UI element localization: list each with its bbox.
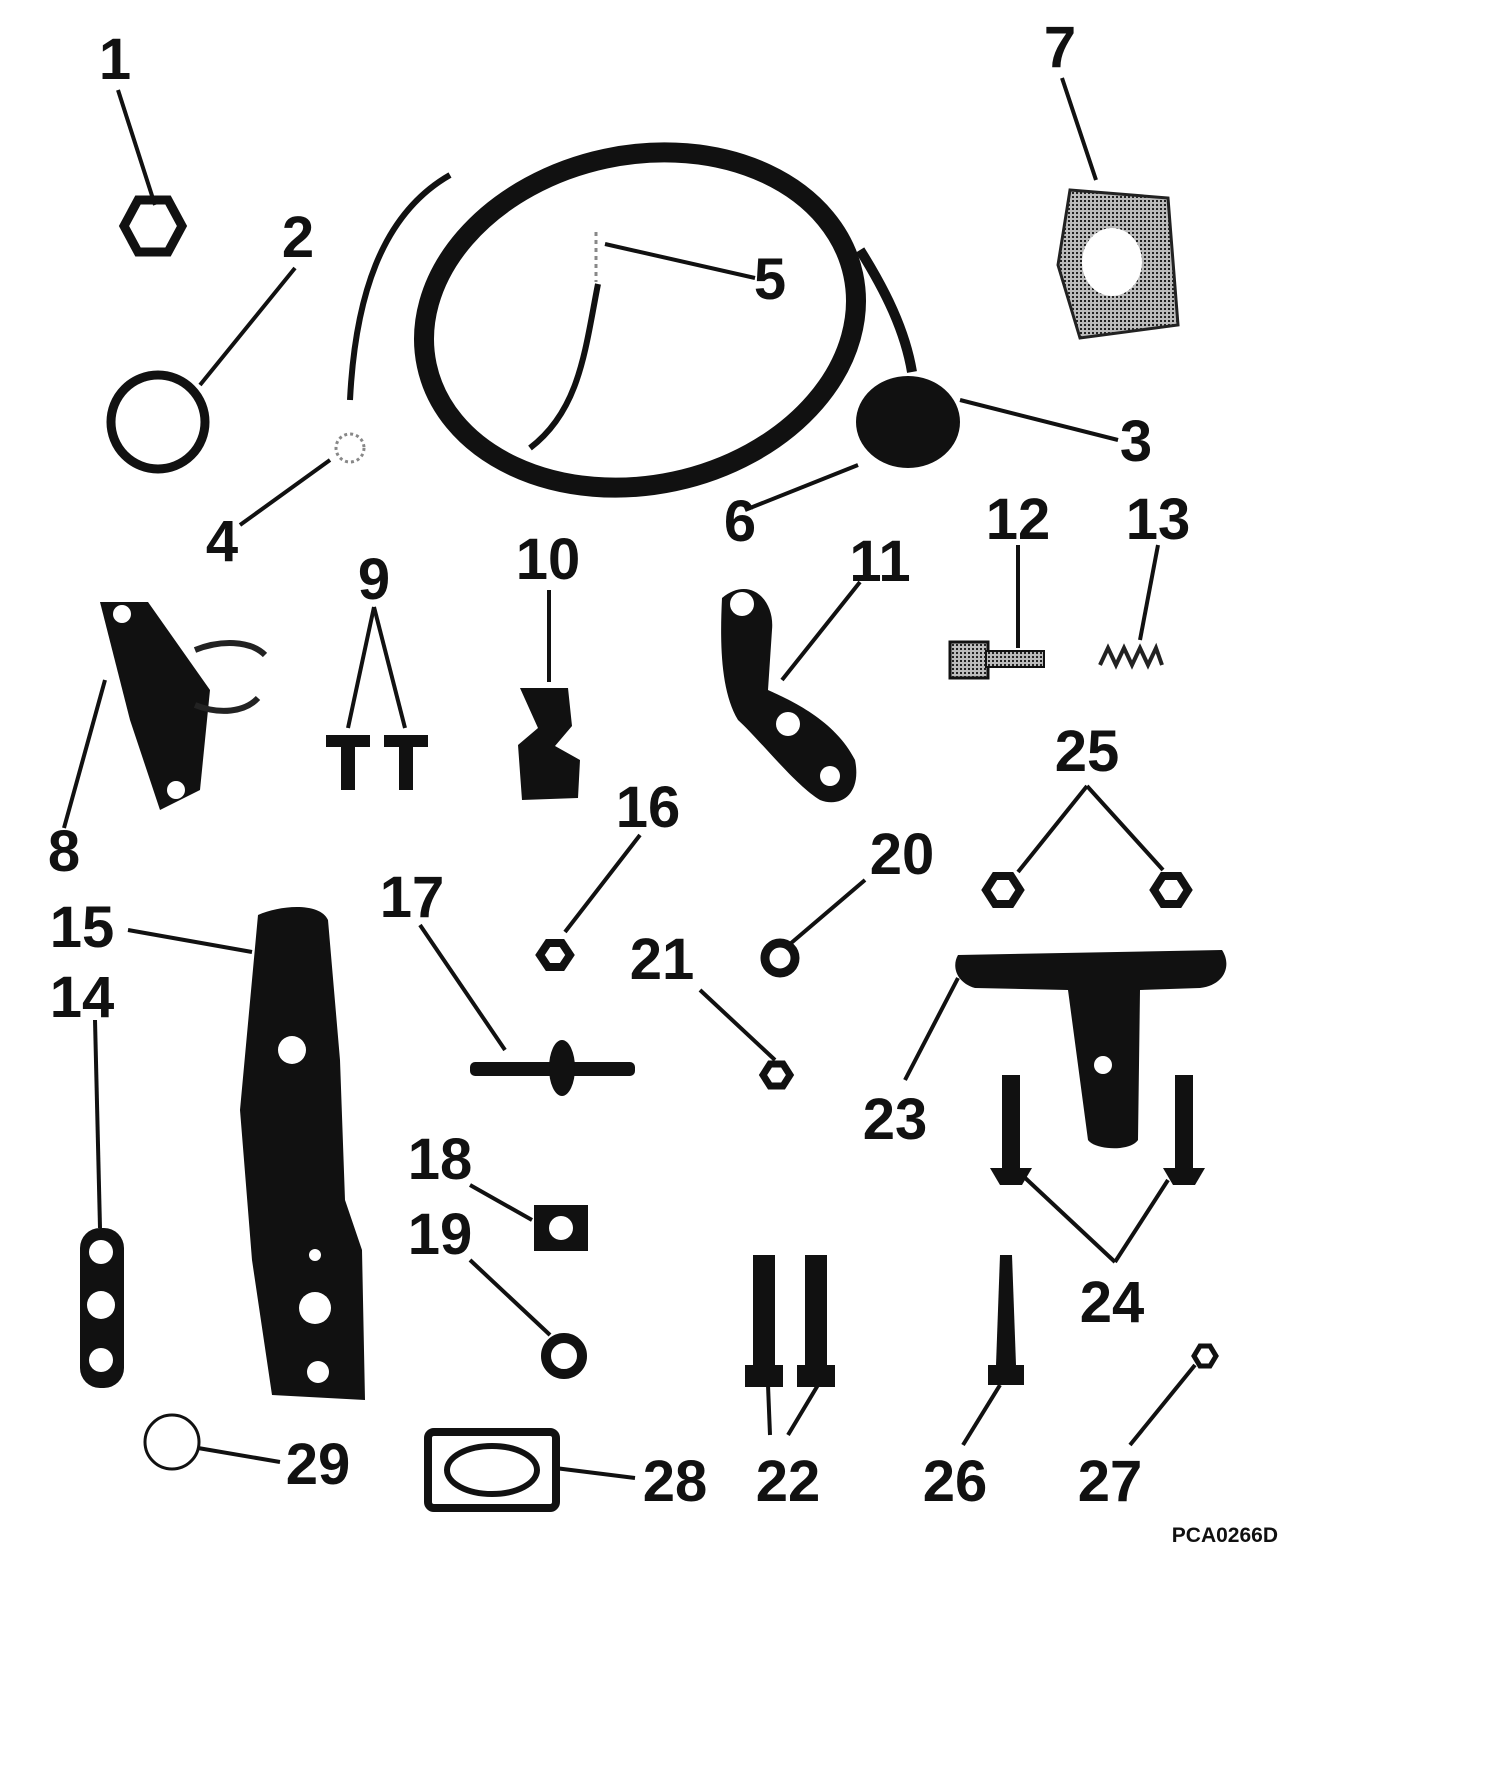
callout-14: 14 — [49, 965, 115, 1030]
part-4-terminal — [334, 432, 366, 464]
small-nuts — [535, 872, 1219, 1369]
part-15-arm — [240, 906, 365, 1400]
callout-26: 26 — [922, 1449, 988, 1514]
callout-24: 24 — [1079, 1270, 1145, 1335]
callout-23: 23 — [862, 1087, 928, 1152]
callout-21: 21 — [629, 927, 695, 992]
callout-6: 6 — [723, 489, 757, 554]
callout-3: 3 — [1119, 409, 1153, 474]
part-19-washer — [541, 1333, 587, 1379]
part-1-hex-nut — [118, 195, 188, 257]
part-25-nut-a — [981, 872, 1025, 908]
part-24-bolts — [990, 1075, 1205, 1185]
callout-10: 10 — [515, 527, 581, 592]
callout-13: 13 — [1125, 487, 1191, 552]
callout-17: 17 — [379, 865, 445, 930]
part-27-nut — [1191, 1343, 1219, 1369]
part-8-bracket — [100, 602, 268, 810]
part-16-nut — [535, 939, 575, 971]
callout-20: 20 — [869, 822, 935, 887]
callout-22: 22 — [755, 1449, 821, 1514]
leader-lines — [62, 77, 1197, 1480]
callout-16: 16 — [615, 775, 681, 840]
part-22-bolts — [745, 1255, 835, 1387]
part-29-washer — [143, 1413, 201, 1471]
part-28-gasket — [424, 1428, 560, 1512]
part-10-clip — [518, 688, 580, 800]
part-3-harness — [347, 142, 960, 498]
callout-25: 25 — [1054, 719, 1120, 784]
part-26-screw — [988, 1255, 1024, 1385]
part-23-t-bracket — [955, 950, 1227, 1149]
callout-18: 18 — [407, 1127, 473, 1192]
callout-1: 1 — [98, 27, 132, 92]
part-13-spring — [1098, 642, 1164, 670]
part-7-grommet — [1056, 188, 1180, 340]
callout-19: 19 — [407, 1202, 473, 1267]
part-17-pin — [470, 1040, 635, 1096]
parts-diagram: 1 2 3 4 5 6 7 8 9 10 11 12 13 14 15 16 1… — [47, 15, 1278, 1548]
callout-4: 4 — [205, 509, 239, 574]
callout-28: 28 — [642, 1449, 708, 1514]
callout-5: 5 — [753, 247, 787, 312]
part-12-bolt — [948, 640, 1045, 680]
part-14-plate — [80, 1228, 124, 1388]
callout-11: 11 — [849, 529, 911, 594]
parts-drawing — [62, 77, 1227, 1512]
part-9-screws — [326, 735, 428, 790]
part-25-nut-b — [1149, 872, 1193, 908]
callout-2: 2 — [281, 205, 315, 270]
callout-8: 8 — [47, 819, 81, 884]
part-2-ring — [106, 370, 210, 474]
callout-7: 7 — [1043, 15, 1077, 80]
part-20-washer — [760, 938, 800, 978]
callout-29: 29 — [285, 1432, 351, 1497]
callout-15: 15 — [49, 895, 115, 960]
callout-9: 9 — [357, 547, 391, 612]
callout-27: 27 — [1077, 1449, 1143, 1514]
part-18-square-nut — [534, 1205, 588, 1251]
part-21-nut — [758, 1060, 795, 1090]
part-11-lever — [721, 589, 857, 803]
callout-12: 12 — [985, 487, 1051, 552]
figure-code: PCA0266D — [1171, 1524, 1278, 1547]
